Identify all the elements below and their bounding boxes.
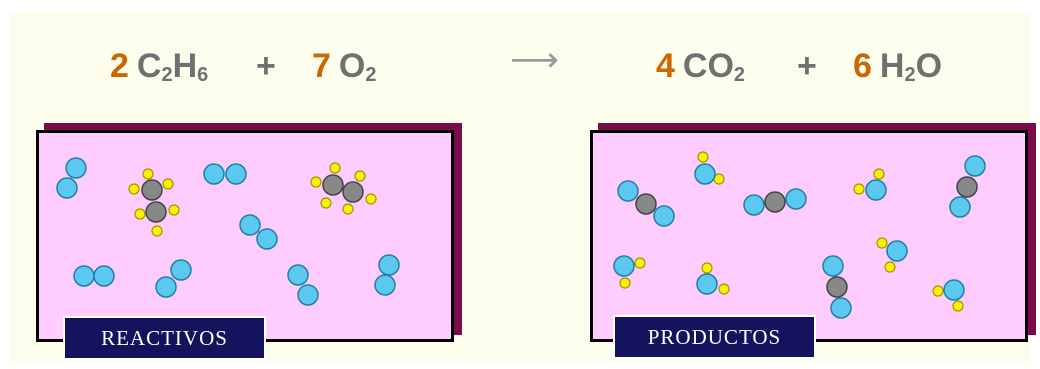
reactants-label: REACTIVOS [63,316,266,360]
h2o-molecule [694,151,725,185]
h2o-molecule [613,255,646,289]
co2-subscript: 2 [733,64,746,86]
co2-molecule [822,255,852,319]
o2-molecule [374,254,400,296]
water-subscript: 2 [904,64,916,86]
co2-co: CO [682,47,734,85]
water-o: O [915,47,943,85]
o2-molecule [155,259,192,298]
o2-molecule [56,157,87,199]
oxygen-subscript: 2 [365,64,377,86]
ethane-h: H [172,47,198,85]
oxygen-coefficient: 7 [312,47,331,85]
reactants-box [36,130,454,342]
ethane-h-subscript: 6 [197,64,209,86]
o2-molecule [73,265,115,287]
ethane-molecule [310,162,377,215]
o2-molecule [287,264,319,306]
h2o-molecule [876,237,908,273]
water-h: H [879,47,905,85]
oxygen-o: O [338,47,366,85]
co2-molecule [743,188,807,216]
plus-sign-products: + [797,47,817,85]
plus-sign-reactants: + [256,47,276,85]
products-label: PRODUCTOS [613,315,816,359]
ethane-c: C [136,47,162,85]
o2-molecule [203,163,247,185]
h2o-molecule [853,168,887,201]
co2-molecule [617,180,675,227]
ethane-coefficient: 2 [110,47,129,85]
products-box [590,130,1028,342]
reaction-arrow: ⟶ [510,40,559,80]
water-coefficient: 6 [853,47,872,85]
co2-coefficient: 4 [656,47,675,85]
h2o-molecule [932,279,965,312]
ethane-molecule [128,168,180,237]
o2-molecule [239,214,278,250]
h2o-molecule [696,262,730,295]
ethane-c-subscript: 2 [161,64,173,86]
co2-molecule [949,155,986,218]
